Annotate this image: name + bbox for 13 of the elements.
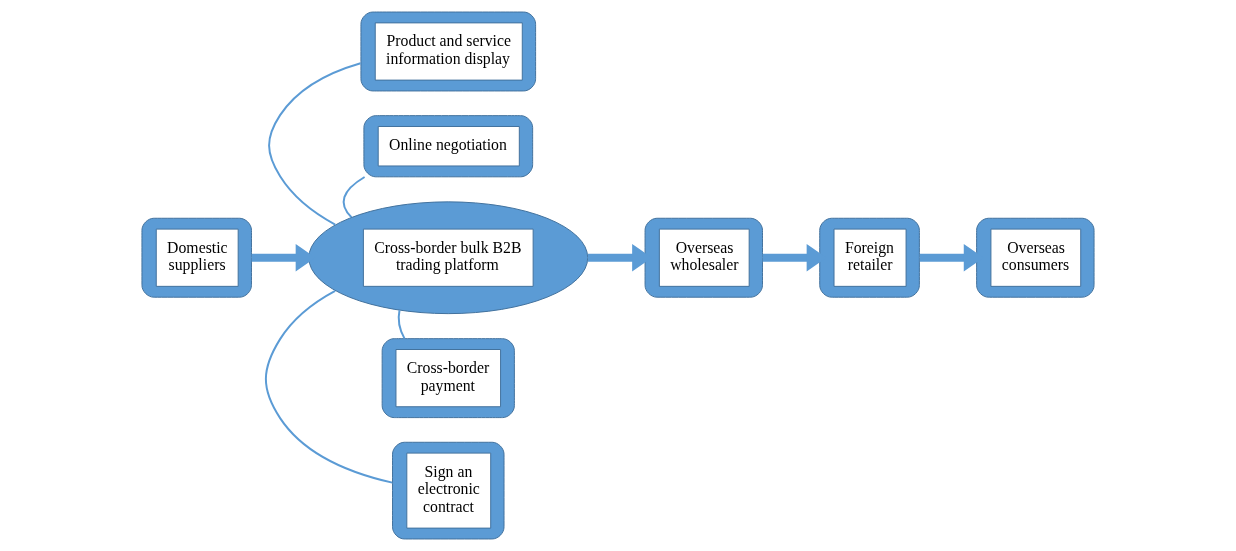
node-box: Product and service information display (360, 11, 537, 92)
node-box: Overseas consumers (976, 217, 1095, 298)
node-box: Sign an electronic contract (392, 441, 505, 540)
node-box: Cross-border payment (381, 338, 515, 419)
connector (268, 62, 362, 226)
node-box: Online negotiation (363, 115, 534, 178)
connector (342, 176, 366, 219)
node-box: Domestic suppliers (141, 217, 252, 298)
node-box: Overseas wholesaler (644, 217, 763, 298)
connector (264, 289, 394, 484)
connector (397, 309, 406, 340)
node-ellipse: Cross-border bulk B2B trading platform (308, 201, 589, 315)
node-box: Foreign retailer (819, 217, 920, 298)
